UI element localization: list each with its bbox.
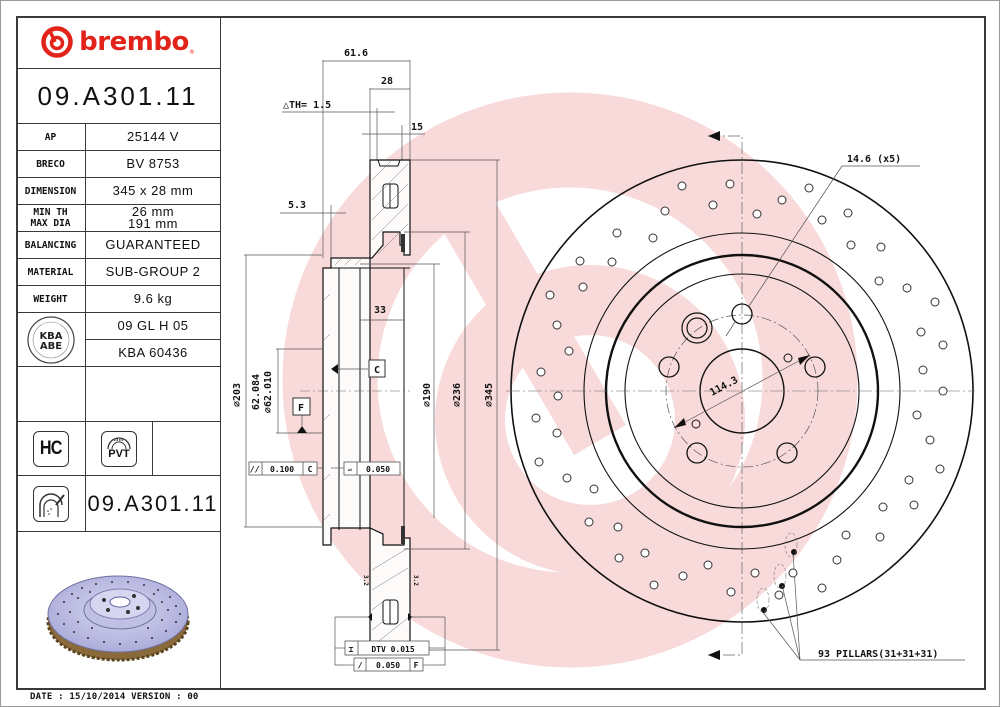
brake-disc-render-icon xyxy=(46,575,190,662)
spec-row-breco: BRECO BV 8753 xyxy=(16,151,220,178)
spec-label: DIMENSION xyxy=(16,178,86,204)
spec-label: MATERIAL xyxy=(16,259,86,285)
part-number-repeat-row: 09.A301.11 xyxy=(16,476,220,532)
dim-5-3: 5.3 xyxy=(288,200,306,211)
spec-value-line: 26 mm xyxy=(131,204,175,219)
datum-f-box xyxy=(292,397,311,416)
kba-number: KBA 60436 xyxy=(118,345,188,360)
dtv-value: DTV 0.015 xyxy=(371,645,415,654)
surface-finish-right: 3.2 xyxy=(412,575,419,586)
part-number-repeat-cell: 09.A301.11 xyxy=(86,476,220,531)
dim-d203: ⌀203 xyxy=(232,383,243,407)
datum-markers: C F xyxy=(292,359,386,433)
approval-values: 09 GL H 05 KBA 60436 xyxy=(86,313,220,366)
approval-row: KBA ABE 09 GL H 05 KBA 60436 xyxy=(16,313,220,367)
flatness-value: 0.050 xyxy=(366,465,390,474)
datum-f-label: F xyxy=(298,403,304,414)
registered-mark: ® xyxy=(188,49,195,56)
spec-value: 25144 V xyxy=(127,129,179,144)
spec-value: 9.6 kg xyxy=(133,291,173,306)
brand-name: brembo xyxy=(79,27,189,57)
runout-symbol-icon: / xyxy=(358,661,363,670)
spec-label-line: MAX DIA xyxy=(30,218,71,229)
pvt-label: PVT xyxy=(108,448,130,460)
dim-bolt-holes: 14.6 (x5) xyxy=(847,154,901,165)
technical-drawing: C F 61.6 28 △TH= 1.5 15 5.3 33 ⌀203 62.0… xyxy=(220,16,984,688)
spec-label-line: MIN TH xyxy=(33,207,68,218)
disc-pad-glyph-icon xyxy=(38,492,65,517)
spec-value: SUB-GROUP 2 xyxy=(105,264,201,279)
hc-icon: HC xyxy=(32,430,69,467)
kba-text: KBA xyxy=(39,331,62,342)
pvt-disc-glyph-icon xyxy=(107,437,131,449)
logo-row: brembo ® xyxy=(16,16,220,69)
part-number-row: 09.A301.11 xyxy=(16,69,220,124)
spec-label: WEIGHT xyxy=(16,286,86,312)
dtv-symbol-icon: ⌶ xyxy=(349,645,354,654)
datum-c-box xyxy=(368,359,386,378)
kba-abe-seal-icon: KBA ABE xyxy=(26,315,75,364)
hc-label: HC xyxy=(39,438,63,459)
drilled-holes xyxy=(531,179,948,600)
approval-code: 09 GL H 05 xyxy=(86,313,220,340)
spec-row-dimension: DIMENSION 345 x 28 mm xyxy=(16,178,220,205)
kba-badge-cell: KBA ABE xyxy=(16,313,86,366)
title-block: brembo ® 09.A301.11 AP 25144 V BRECO BV … xyxy=(16,16,221,688)
parallelism-datum: C xyxy=(308,465,313,474)
hc-cell: HC xyxy=(16,422,86,475)
dim-61-6: 61.6 xyxy=(344,48,368,59)
spec-label: BRECO xyxy=(16,151,86,177)
dim-d62-010: ⌀62.010 xyxy=(263,371,274,413)
brembo-disc-icon xyxy=(41,26,73,58)
dimension-labels: 61.6 28 △TH= 1.5 15 5.3 33 ⌀203 62.084 ⌀… xyxy=(232,48,495,586)
spec-value: BV 8753 xyxy=(126,156,180,171)
front-view xyxy=(506,131,975,661)
dim-d190: ⌀190 xyxy=(422,383,433,407)
spec-label: MIN TH MAX DIA xyxy=(16,205,86,231)
cross-section xyxy=(244,60,500,651)
brembo-logo: brembo ® xyxy=(16,16,220,68)
flatness-symbol-icon: ▱ xyxy=(348,465,353,474)
spec-row-weight: WEIGHT 9.6 kg xyxy=(16,286,220,313)
spec-row-ap: AP 25144 V xyxy=(16,124,220,151)
spec-label: AP xyxy=(16,124,86,150)
spec-value-line: 191 mm xyxy=(128,216,178,231)
spec-row-minth-maxdia: MIN TH MAX DIA 26 mm 191 mm xyxy=(16,205,220,232)
abe-text: ABE xyxy=(39,341,61,352)
spec-value: 26 mm 191 mm xyxy=(86,205,220,231)
dim-28: 28 xyxy=(381,76,393,87)
dim-delta-th: △TH= 1.5 xyxy=(283,100,331,111)
drawing-frame xyxy=(16,16,986,690)
parallelism-value: 0.100 xyxy=(270,465,294,474)
spec-row-material: MATERIAL SUB-GROUP 2 xyxy=(16,259,220,286)
part-number: 09.A301.11 xyxy=(37,80,199,111)
spec-row-balancing: BALANCING GUARANTEED xyxy=(16,232,220,259)
dim-62-084: 62.084 xyxy=(251,374,262,410)
spec-label: BALANCING xyxy=(16,232,86,258)
dim-pillars: 93 PILLARS(31+31+31) xyxy=(818,649,938,660)
dim-d236: ⌀236 xyxy=(452,383,463,407)
disc-3d-render xyxy=(16,532,220,688)
datum-c-label: C xyxy=(374,365,380,376)
dim-15: 15 xyxy=(411,122,423,133)
runout-value: 0.050 xyxy=(376,661,400,670)
parallelism-symbol-icon: // xyxy=(250,465,260,474)
date-version: DATE : 15/10/2014 VERSION : 00 xyxy=(30,692,199,702)
surface-finish-left: 3.2 xyxy=(362,575,369,586)
spec-value: 345 x 28 mm xyxy=(112,183,194,198)
empty-cell xyxy=(16,367,86,421)
pvt-cell: PVT xyxy=(86,422,153,475)
disc-pad-icon xyxy=(32,485,69,522)
spec-value: GUARANTEED xyxy=(105,237,201,252)
runout-datum: F xyxy=(414,661,419,670)
pvt-icon: PVT xyxy=(101,430,137,467)
drawing-canvas: C F 61.6 28 △TH= 1.5 15 5.3 33 ⌀203 62.0… xyxy=(232,48,975,672)
feature-icons-row: HC PVT xyxy=(16,422,220,476)
part-number-repeat: 09.A301.11 xyxy=(87,490,219,516)
empty-row xyxy=(16,367,220,422)
disc-pad-cell xyxy=(16,476,86,531)
dim-d345: ⌀345 xyxy=(484,383,495,407)
tolerance-frames: // 0.100 C ▱ 0.050 ⌶ DTV 0.015 / xyxy=(248,461,446,672)
dim-33: 33 xyxy=(374,305,386,316)
